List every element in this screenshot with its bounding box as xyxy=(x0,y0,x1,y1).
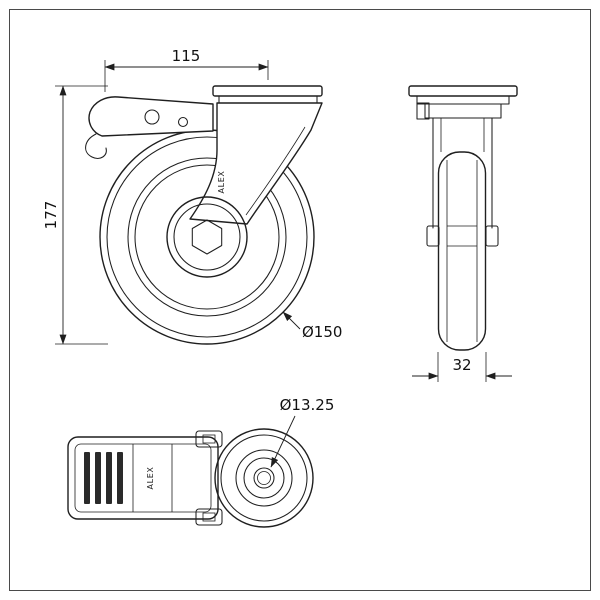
swivel-boss-circle xyxy=(243,457,285,499)
sheet-border xyxy=(9,9,591,591)
hub-outer-circle xyxy=(166,196,248,278)
fork-bend-line xyxy=(245,126,306,216)
top-fork-leg-lower xyxy=(195,508,223,526)
axle-hex-nut xyxy=(191,219,223,255)
top-fork-bolt-upper xyxy=(202,434,216,444)
front-fork: ALEX xyxy=(189,102,323,225)
fork-body xyxy=(189,102,323,225)
wheel-rim-circle xyxy=(127,157,287,317)
side-fork xyxy=(432,117,493,229)
top-fork-leg-upper xyxy=(195,430,223,448)
brand-mark-front: ALEX xyxy=(217,171,226,194)
wheel-rim-inner-circle xyxy=(134,164,280,310)
dia-150-leader xyxy=(282,311,301,330)
dim-32-label: 32 xyxy=(452,356,471,374)
axle-boss-left xyxy=(426,225,440,247)
mounting-plate xyxy=(212,85,323,97)
dim-bolt-hole: Ø13.25 xyxy=(270,396,335,468)
axle-boss-right xyxy=(485,225,499,247)
brake-pedal-curl xyxy=(85,133,107,159)
side-swivel-housing xyxy=(424,103,502,119)
swivel-raceway xyxy=(218,95,318,104)
housing-inner-line xyxy=(74,443,212,513)
bolt-hole-circle xyxy=(253,467,275,489)
pedal-grip-slat xyxy=(84,452,90,504)
swivel-washer-circle xyxy=(235,449,293,507)
top-view: ALEX Ø13.25 xyxy=(67,396,335,528)
pedal-grip-slat xyxy=(95,452,101,504)
top-brake-housing: ALEX xyxy=(67,436,219,520)
lever-rivet-hole xyxy=(177,116,189,128)
side-view: 32 xyxy=(408,85,518,382)
top-swivel-circles xyxy=(214,428,314,528)
lever-pivot-hole xyxy=(144,109,160,125)
side-wheel xyxy=(426,151,499,351)
wheel-tire-inner-circle xyxy=(106,136,308,338)
side-raceway xyxy=(416,95,510,105)
dia-150-label: Ø150 xyxy=(302,323,342,341)
hub-inner-circle xyxy=(173,203,241,271)
brand-mark-top: ALEX xyxy=(146,467,155,490)
front-brake-lever xyxy=(85,96,214,159)
pedal-grip-slat xyxy=(106,452,112,504)
dia-13-leader xyxy=(270,415,296,468)
dim-115-label: 115 xyxy=(172,47,201,65)
dim-wheel-diameter: Ø150 xyxy=(282,311,342,341)
side-mounting-plate xyxy=(408,85,518,97)
top-fork-bolt-lower xyxy=(202,512,216,522)
pedal-grip-slat xyxy=(117,452,123,504)
front-view: ALEX 115 xyxy=(42,47,342,345)
dim-115: 115 xyxy=(104,47,269,92)
front-top-plate xyxy=(212,85,323,104)
swivel-inner-circle xyxy=(220,434,308,522)
dim-177-label: 177 xyxy=(42,201,60,230)
side-lever-pivot xyxy=(416,102,430,120)
housing-outline xyxy=(67,436,219,520)
bolt-hole-chamfer-circle xyxy=(257,471,271,485)
top-fork-legs xyxy=(195,430,223,526)
brake-lever-arm xyxy=(88,96,214,137)
dia-13-label: Ø13.25 xyxy=(280,396,335,414)
side-top-plate xyxy=(408,85,518,120)
swivel-outer-circle xyxy=(214,428,314,528)
side-wheel-body xyxy=(437,151,487,351)
dim-32: 32 xyxy=(412,352,512,382)
front-hub xyxy=(166,196,248,278)
dim-177: 177 xyxy=(42,85,108,345)
